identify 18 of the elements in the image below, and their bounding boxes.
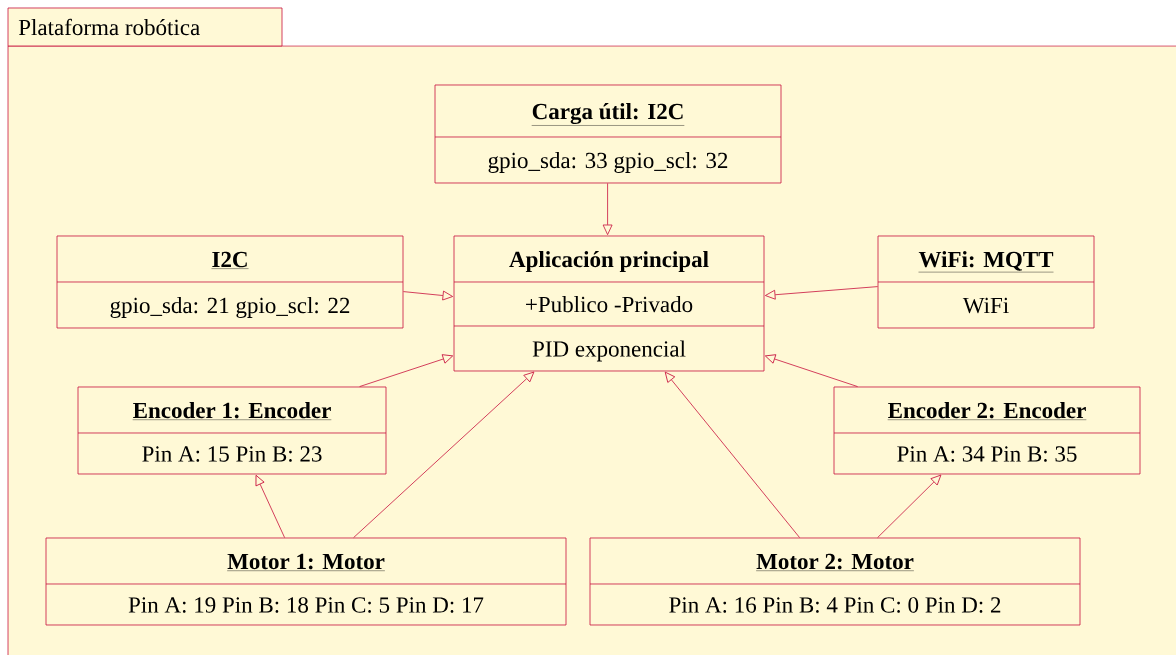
arrow — [353, 371, 535, 538]
object-box: Motor 2: Motor Pin A: 16 Pin B: 4 Pin C: 0 Pin D: 2 — [589, 537, 1081, 626]
object-box: Encoder 1: Encoder Pin A: 15 Pin B: 23 — [77, 386, 387, 475]
arrow — [764, 354, 858, 387]
node-label: Plataforma robótica — [18, 18, 200, 36]
arrow — [359, 354, 454, 387]
object-box: I2C gpio_sda: 21 gpio_scl: 22 — [56, 235, 404, 329]
arrow — [403, 290, 454, 301]
arrow — [877, 474, 942, 538]
object-box: Aplicación principal +Publico -Privado PID exponencial — [453, 235, 765, 372]
object-box: Encoder 2: Encoder Pin A: 34 Pin B: 35 — [833, 386, 1141, 475]
object-box: Carga útil: I2C gpio_sda: 33 gpio_scl: 32 — [434, 84, 782, 184]
arrow — [255, 474, 285, 538]
arrow — [764, 286, 878, 300]
arrow — [602, 183, 613, 236]
object-box: Motor 1: Motor Pin A: 19 Pin B: 18 Pin C: 5 Pin D: 17 — [45, 537, 567, 626]
object-box: WiFi: MQTT WiFi — [877, 235, 1095, 329]
arrow — [664, 371, 800, 538]
